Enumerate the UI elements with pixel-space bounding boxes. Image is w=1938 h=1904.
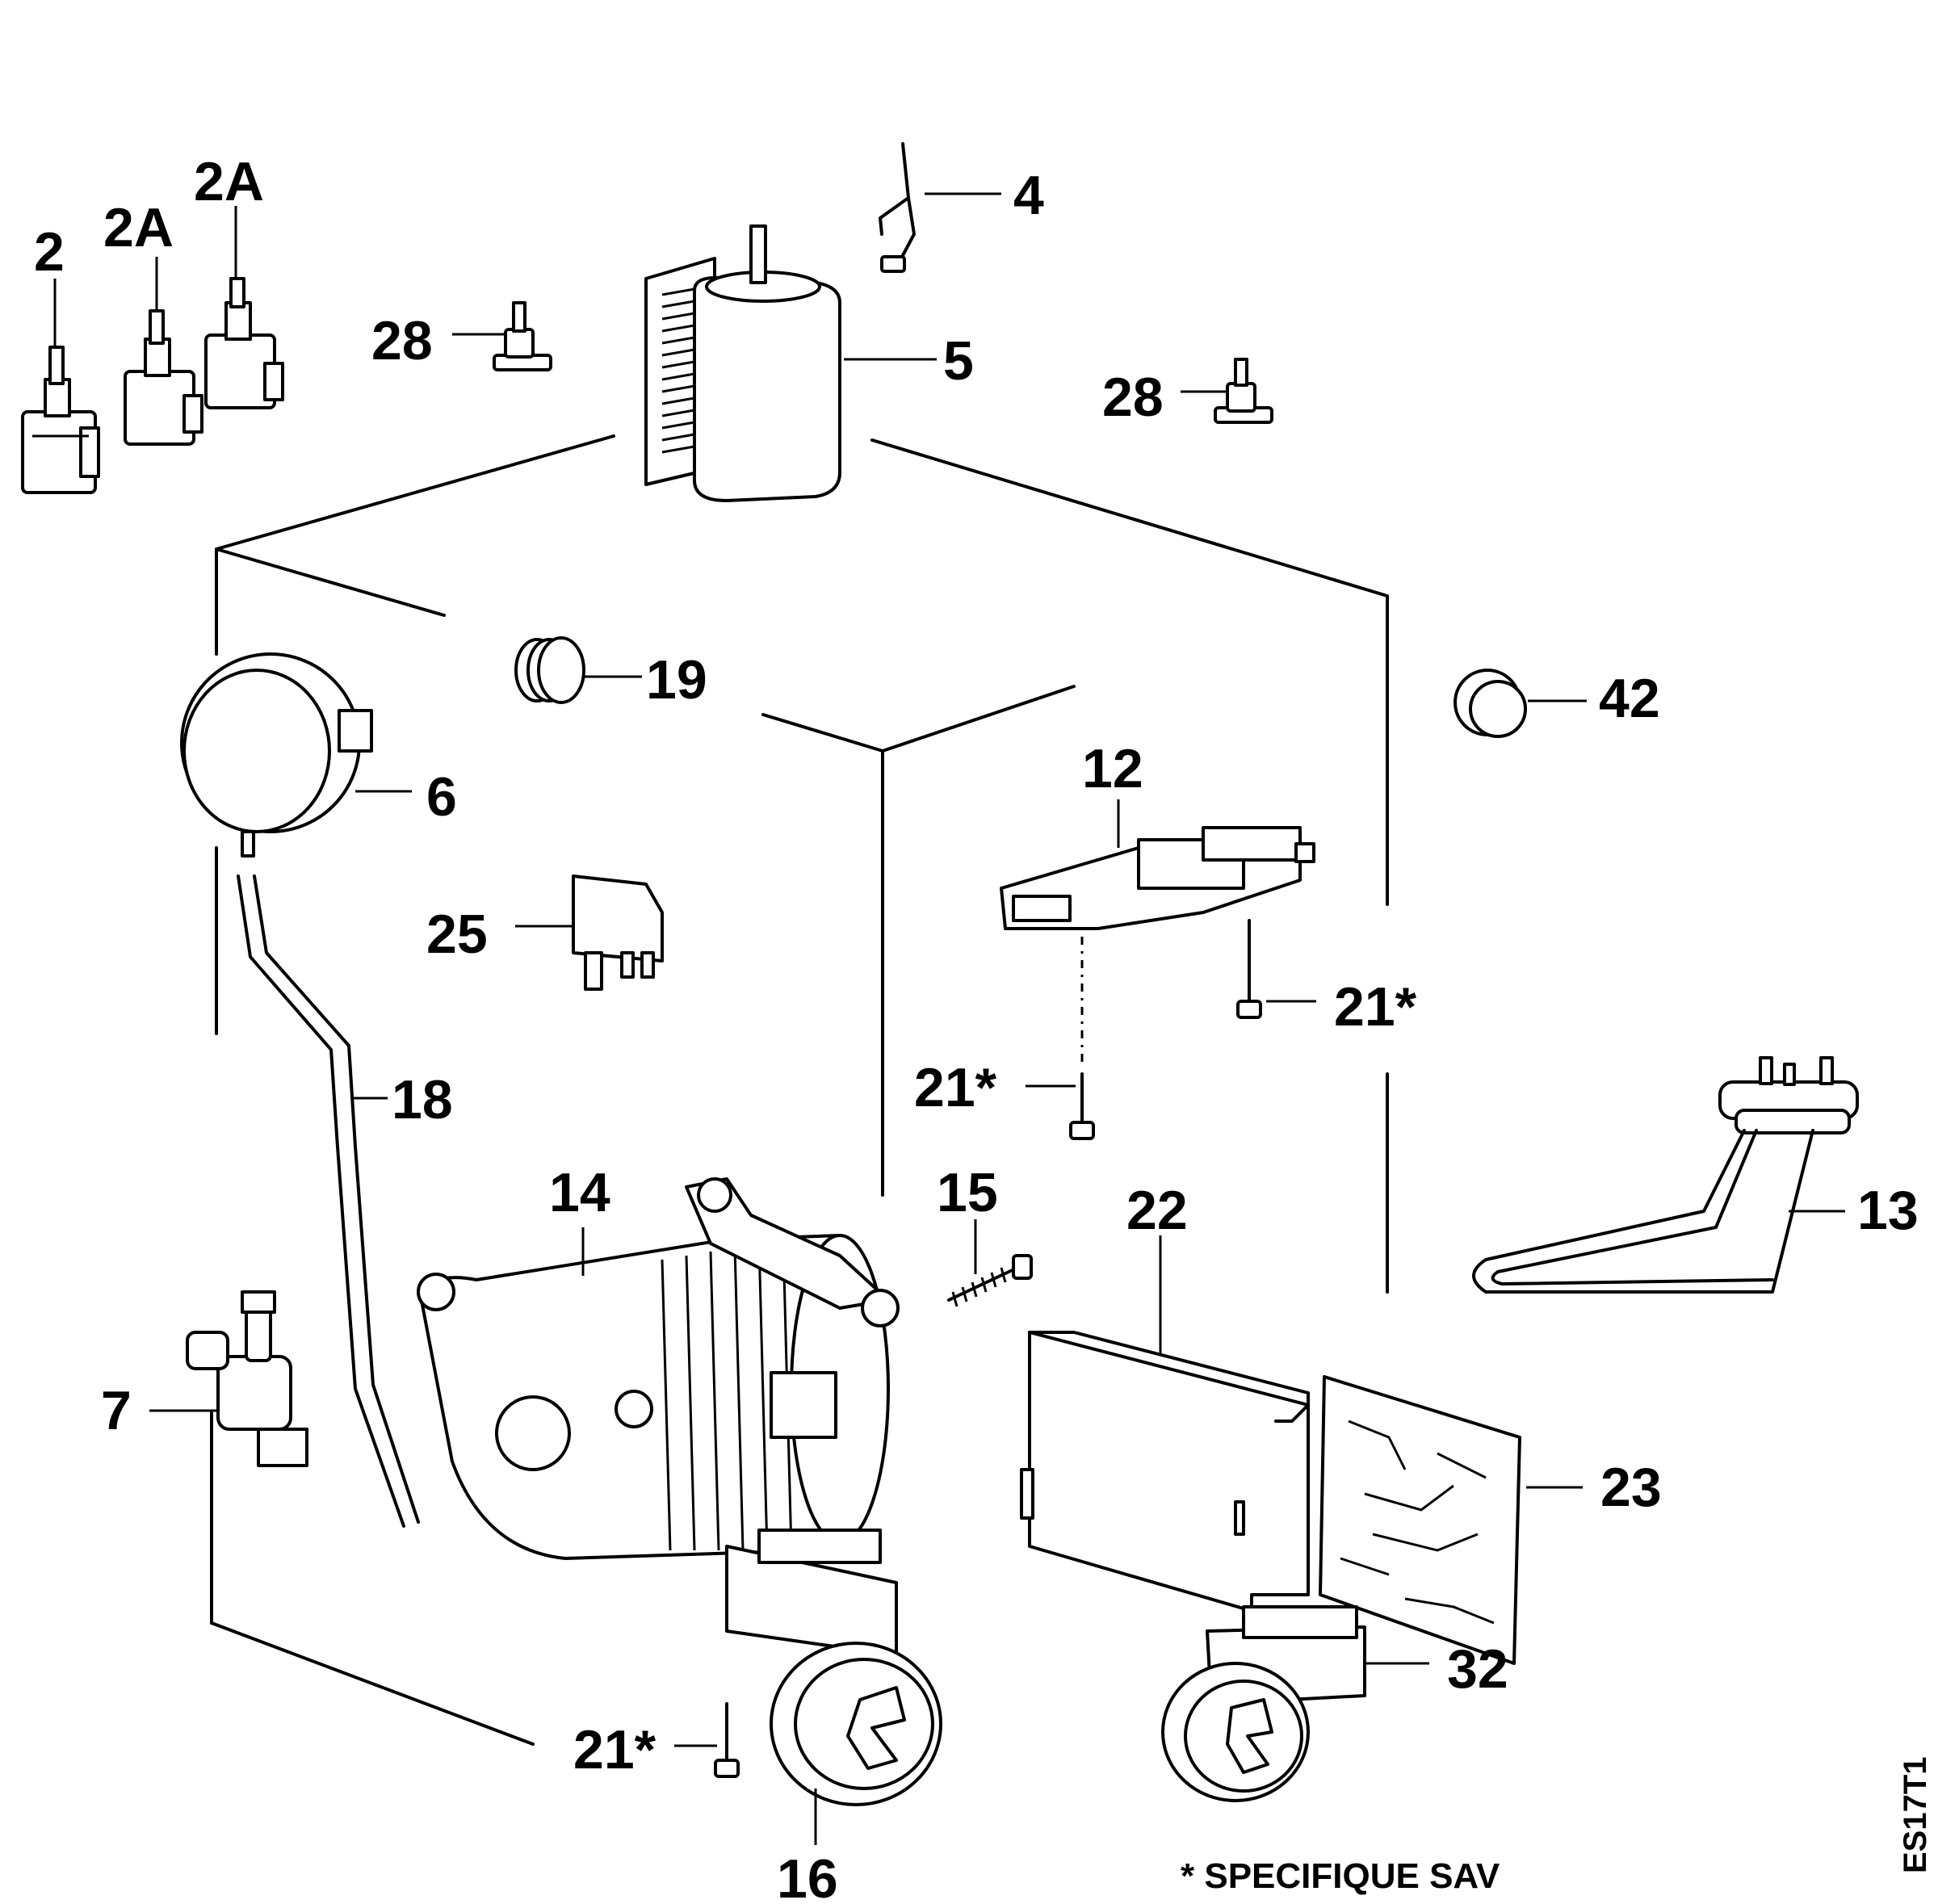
label-part-6: 6 [426,766,457,828]
label-part-2: 2 [34,221,65,283]
wire-part-4 [879,142,1001,273]
label-part-16: 16 [777,1848,838,1904]
heater-part-13 [1472,1056,1859,1294]
screw-part-21-upper [1236,919,1316,1019]
grommet-part-42 [1454,669,1587,738]
control-board-part-22 [1020,1235,1310,1613]
screw-part-21-middle [1026,1072,1095,1140]
label-part-2a-right: 2A [194,151,264,212]
label-part-42: 42 [1599,668,1660,729]
label-part-12: 12 [1082,738,1143,799]
switch-part-2a-left [124,257,203,446]
label-part-28-left: 28 [371,310,433,371]
label-part-21-middle: 21* [914,1057,997,1118]
switch-part-2a-right [204,206,284,409]
hose-part-18 [237,874,420,1528]
switch-part-2 [21,279,100,494]
relay-part-25 [515,874,664,991]
reference-code: ES17T1 [1898,1756,1933,1873]
label-part-2a-left: 2A [103,197,174,258]
label-part-25: 25 [426,904,488,965]
pcb-part-23 [1319,1375,1583,1665]
label-part-15: 15 [937,1162,998,1223]
label-part-22: 22 [1126,1180,1188,1241]
sensor-part-28-right [1181,358,1273,424]
label-part-14: 14 [549,1162,610,1223]
label-part-23: 23 [1600,1457,1662,1518]
motor-part-14 [417,1177,900,1560]
grommet-part-19 [514,636,642,704]
label-part-21-upper: 21* [1334,976,1417,1038]
sensor-part-28-left [452,301,552,371]
bolt-part-15 [947,1219,1033,1307]
drain-pump-part-16 [725,1529,942,1845]
label-part-5: 5 [943,330,974,392]
door-lock-part-12 [1000,799,1315,1066]
label-part-32: 32 [1447,1638,1508,1700]
label-part-19: 19 [646,649,707,711]
screw-part-21-lower [674,1702,740,1778]
label-part-7: 7 [101,1380,132,1441]
label-part-18: 18 [392,1069,453,1130]
footnote: * SPECIFIQUE SAV [1181,1856,1500,1896]
label-part-13: 13 [1857,1180,1919,1241]
programmer-part-5 [644,224,937,502]
part-labels: 2 2A 2A 4 5 28 28 19 42 6 12 25 21* 21* … [34,151,1933,1904]
pressure-switch-part-6 [180,652,412,858]
label-part-21-lower: 21* [573,1719,656,1780]
label-part-4: 4 [1013,165,1044,226]
inlet-valve-part-7 [149,1290,308,1467]
pump-part-32 [1161,1605,1429,1802]
label-part-28-right: 28 [1102,367,1164,428]
